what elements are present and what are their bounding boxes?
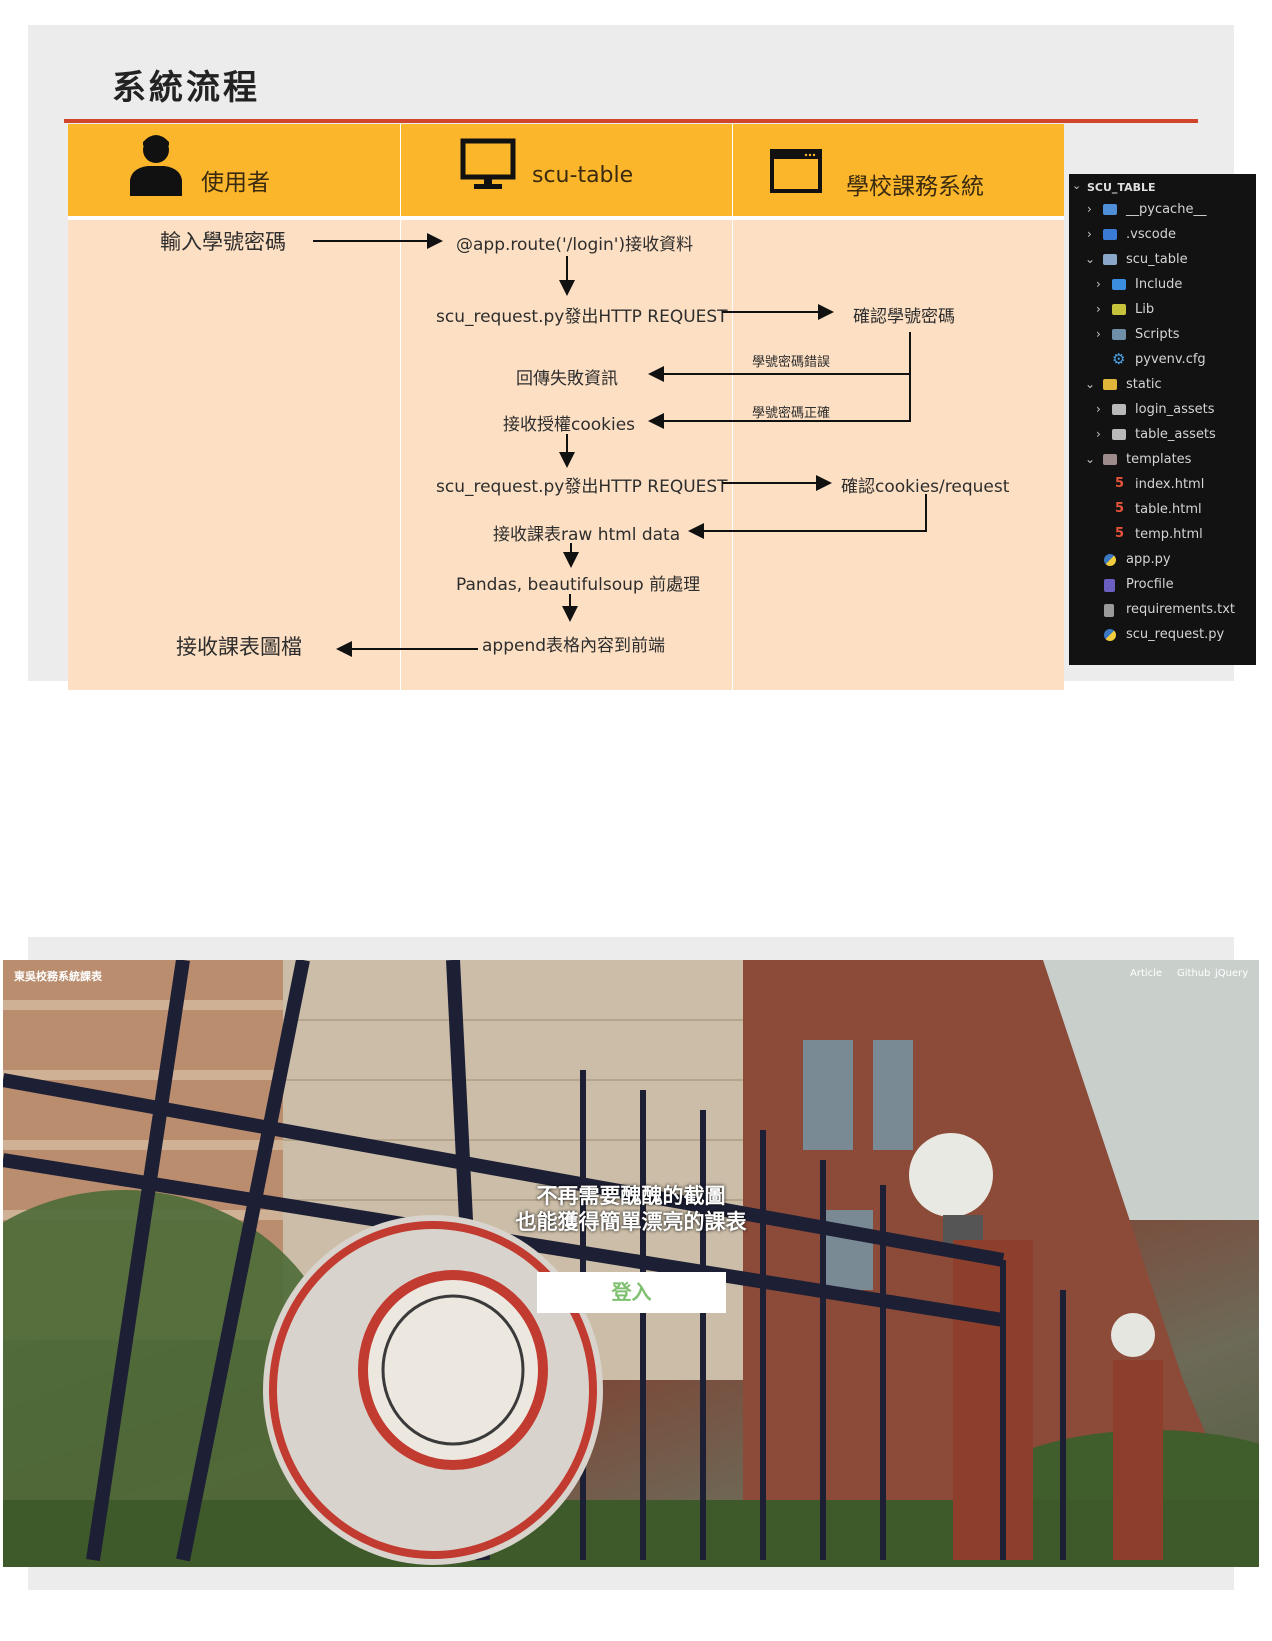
lane-header-school-system bbox=[732, 124, 1064, 216]
chevron-right-icon: › bbox=[1087, 227, 1092, 241]
tree-item-table-assets[interactable]: › table_assets bbox=[1096, 427, 1216, 442]
tree-item-procfile[interactable]: Procfile bbox=[1069, 575, 1256, 597]
lane-divider bbox=[400, 124, 401, 690]
heroku-icon bbox=[1104, 579, 1115, 592]
folder-icon bbox=[1112, 304, 1126, 315]
step-receive-raw-html: 接收課表raw html data bbox=[493, 525, 681, 545]
chevron-right-icon: › bbox=[1096, 302, 1101, 316]
step-preprocess: Pandas, beautifulsoup 前處理 bbox=[456, 575, 701, 595]
chevron-right-icon: › bbox=[1087, 202, 1092, 216]
header-divider bbox=[68, 216, 1064, 220]
step-receive-cookies: 接收授權cookies bbox=[503, 415, 636, 435]
lane-title-user: 使用者 bbox=[201, 170, 270, 196]
tree-item-index-html[interactable]: 5 index.html bbox=[1115, 476, 1205, 492]
label-credentials-correct: 學號密碼正確 bbox=[752, 406, 831, 421]
slide-title: 系統流程 bbox=[112, 68, 260, 108]
tree-item-vscode[interactable]: › .vscode bbox=[1087, 227, 1176, 242]
lane-header-user bbox=[68, 124, 400, 216]
tree-item-login-assets[interactable]: › login_assets bbox=[1096, 402, 1215, 417]
tree-item-scripts[interactable]: › Scripts bbox=[1096, 327, 1180, 342]
folder-icon bbox=[1112, 329, 1126, 340]
folder-icon bbox=[1112, 429, 1126, 440]
hero-headline-line1: 不再需要醜醜的截圖 bbox=[536, 1184, 726, 1208]
step-input-credentials: 輸入學號密碼 bbox=[160, 230, 286, 254]
python-icon bbox=[1104, 554, 1116, 566]
chevron-right-icon: › bbox=[1096, 327, 1101, 341]
chevron-down-icon: ⌄ bbox=[1085, 452, 1096, 466]
title-rule bbox=[64, 119, 1198, 123]
site-brand[interactable]: 東吳校務系統課表 bbox=[14, 970, 102, 983]
tree-item-scu-request-py[interactable]: scu_request.py bbox=[1069, 625, 1256, 647]
lane-title-scu-table: scu-table bbox=[532, 163, 634, 188]
tree-item-requirements[interactable]: requirements.txt bbox=[1069, 600, 1256, 622]
file-explorer: ⌄ SCU_TABLE › __pycache__ › .vscode ⌄ sc… bbox=[1069, 174, 1256, 665]
folder-icon bbox=[1112, 279, 1126, 290]
chevron-down-icon: ⌄ bbox=[1085, 252, 1096, 266]
label-credentials-wrong: 學號密碼錯誤 bbox=[752, 355, 831, 370]
html5-icon: 5 bbox=[1115, 501, 1125, 516]
nav-link-article[interactable]: Article bbox=[1130, 968, 1163, 979]
python-icon bbox=[1104, 629, 1116, 641]
folder-open-icon bbox=[1103, 379, 1117, 390]
tree-item-lib[interactable]: › Lib bbox=[1096, 302, 1155, 317]
vscode-folder-icon bbox=[1103, 229, 1117, 240]
chevron-right-icon: › bbox=[1096, 427, 1101, 441]
tree-item-app-py[interactable]: app.py bbox=[1069, 550, 1256, 572]
tree-item-include[interactable]: › Include bbox=[1096, 277, 1183, 292]
login-button[interactable]: 登入 bbox=[537, 1272, 726, 1313]
step-verify-credentials: 確認學號密碼 bbox=[853, 307, 955, 327]
gear-icon: ⚙ bbox=[1112, 350, 1126, 368]
campus-background-image bbox=[3, 960, 1259, 1567]
step-return-failure: 回傳失敗資訊 bbox=[516, 369, 618, 389]
user-icon bbox=[130, 135, 182, 196]
lane-divider bbox=[732, 124, 733, 690]
tree-item-static[interactable]: ⌄ static bbox=[1085, 377, 1162, 392]
campus-photo-illustration bbox=[3, 960, 1259, 1567]
tree-item-scu-table[interactable]: ⌄ scu_table bbox=[1085, 252, 1188, 267]
nav-link-jquery[interactable]: jQuery bbox=[1215, 968, 1249, 979]
tree-item-table-html[interactable]: 5 table.html bbox=[1115, 501, 1202, 517]
step-http-request-2: scu_request.py發出HTTP REQUEST bbox=[436, 477, 728, 497]
lane-title-school-system: 學校課務系統 bbox=[846, 174, 984, 200]
chevron-down-icon: ⌄ bbox=[1085, 377, 1096, 391]
folder-open-icon bbox=[1103, 454, 1117, 465]
text-file-icon bbox=[1104, 604, 1114, 617]
browser-window-icon bbox=[770, 149, 822, 193]
step-receive-image: 接收課表圖檔 bbox=[176, 635, 302, 659]
step-http-request-1: scu_request.py發出HTTP REQUEST bbox=[436, 307, 728, 327]
chevron-down-icon: ⌄ bbox=[1072, 179, 1082, 192]
nav-link-github[interactable]: Github bbox=[1177, 968, 1211, 979]
html5-icon: 5 bbox=[1115, 476, 1125, 491]
step-route-login: @app.route('/login')接收資料 bbox=[456, 235, 694, 255]
folder-icon bbox=[1112, 404, 1126, 415]
hero-headline-line2: 也能獲得簡單漂亮的課表 bbox=[515, 1210, 747, 1234]
lane-header-scu-table bbox=[400, 124, 732, 216]
folder-icon bbox=[1103, 204, 1117, 215]
tree-item-pyvenv[interactable]: ⚙ pyvenv.cfg bbox=[1112, 350, 1206, 368]
tree-item-templates[interactable]: ⌄ templates bbox=[1085, 452, 1192, 467]
flow-arrows bbox=[313, 233, 927, 657]
explorer-header[interactable]: ⌄ SCU_TABLE bbox=[1072, 179, 1156, 194]
step-verify-cookies: 確認cookies/request bbox=[841, 477, 1010, 497]
monitor-icon bbox=[460, 138, 516, 189]
chevron-right-icon: › bbox=[1096, 277, 1101, 291]
step-append-frontend: append表格內容到前端 bbox=[482, 636, 666, 656]
folder-open-icon bbox=[1103, 254, 1117, 265]
tree-item-pycache[interactable]: › __pycache__ bbox=[1087, 202, 1207, 217]
chevron-right-icon: › bbox=[1096, 402, 1101, 416]
html5-icon: 5 bbox=[1115, 526, 1125, 541]
tree-item-temp-html[interactable]: 5 temp.html bbox=[1115, 526, 1203, 542]
